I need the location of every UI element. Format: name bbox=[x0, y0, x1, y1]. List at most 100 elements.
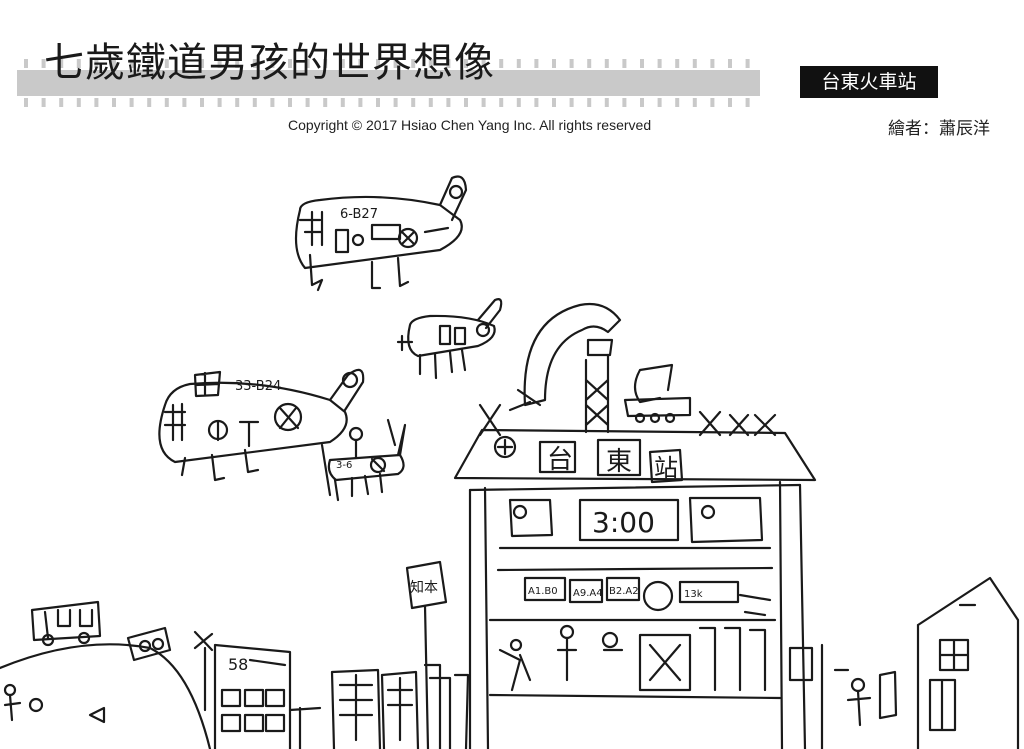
rail-tie bbox=[41, 59, 46, 68]
child-drawing: 6-B27 33-B24 3-6 bbox=[0, 175, 1020, 749]
rail-tie bbox=[200, 98, 204, 107]
platform-code-1: A1.B0 bbox=[528, 586, 558, 597]
plane-left-code: 33-B24 bbox=[235, 379, 281, 394]
rail-tie bbox=[428, 59, 433, 68]
station-building: 台 東 站 3:00 A1.B0 A9.A4 B2.A2 13k bbox=[453, 428, 817, 749]
airplane-left: 33-B24 bbox=[158, 368, 365, 482]
rail-tie bbox=[516, 59, 521, 68]
station-badge: 台東火車站 bbox=[800, 66, 938, 98]
rail-tie bbox=[358, 59, 363, 68]
rail-tie bbox=[428, 98, 433, 107]
rail-tie bbox=[692, 98, 697, 107]
rail-tie bbox=[323, 98, 328, 107]
bus-number: 58 bbox=[228, 655, 248, 674]
platform-code-3: B2.A2 bbox=[609, 586, 639, 597]
rail-tie bbox=[499, 59, 504, 68]
bottom-small-buildings bbox=[330, 663, 470, 749]
rail-tie bbox=[745, 59, 750, 68]
rail-tie bbox=[358, 98, 363, 107]
sign-text: 知本 bbox=[410, 579, 438, 596]
rail-tie bbox=[94, 59, 99, 68]
rail-tie bbox=[622, 59, 627, 68]
rail-tie bbox=[288, 98, 292, 107]
rail-tie bbox=[411, 59, 416, 68]
rail-tie bbox=[112, 98, 116, 107]
rail-tie bbox=[59, 98, 64, 107]
rail-tie bbox=[376, 59, 380, 68]
rail-tie bbox=[147, 98, 152, 107]
rail-tie bbox=[534, 59, 539, 68]
rail-tie bbox=[393, 98, 398, 107]
rail-tie bbox=[270, 59, 275, 68]
rail-bar bbox=[17, 70, 760, 96]
rail-tie bbox=[235, 59, 240, 68]
station-name-char-3: 站 bbox=[654, 454, 678, 482]
rail-tie bbox=[94, 98, 99, 107]
rail-tie bbox=[657, 59, 662, 68]
rail-tie bbox=[728, 98, 732, 107]
rail-ties-top bbox=[24, 59, 750, 68]
rail-tie bbox=[252, 98, 257, 107]
rail-tie bbox=[340, 98, 345, 107]
rail-tie bbox=[270, 98, 275, 107]
rail-tie bbox=[393, 59, 398, 68]
station-clock: 3:00 bbox=[592, 506, 655, 539]
copyright-notice: Copyright © 2017 Hsiao Chen Yang Inc. Al… bbox=[288, 117, 652, 133]
rail-tie bbox=[323, 59, 328, 68]
rail-tie bbox=[534, 98, 539, 107]
rail-ties-bottom bbox=[24, 98, 750, 107]
rail-tie bbox=[76, 98, 81, 107]
rail-tie bbox=[112, 59, 116, 68]
station-name-char-2: 東 bbox=[606, 447, 632, 477]
rail-tie bbox=[552, 59, 556, 68]
rail-tie bbox=[587, 59, 592, 68]
rail-tie bbox=[182, 98, 187, 107]
railway-track-band bbox=[17, 59, 760, 107]
rail-tie bbox=[464, 98, 468, 107]
sign-post: 知本 bbox=[405, 560, 448, 749]
left-dome-and-bus bbox=[0, 600, 214, 749]
rail-tie bbox=[569, 59, 574, 68]
rail-tie bbox=[675, 98, 680, 107]
rail-tie bbox=[129, 98, 134, 107]
page-title: 七歲鐵道男孩的世界想像 bbox=[44, 40, 495, 86]
rail-tie bbox=[516, 98, 521, 107]
rail-tie bbox=[305, 59, 310, 68]
rail-tie bbox=[182, 59, 187, 68]
rail-tie bbox=[657, 98, 662, 107]
rail-tie bbox=[499, 98, 504, 107]
airplane-small-propeller: 3-6 bbox=[320, 418, 407, 502]
rail-tie bbox=[129, 59, 134, 68]
rail-tie bbox=[710, 98, 715, 107]
rail-tie bbox=[147, 59, 152, 68]
roof-crane bbox=[478, 302, 777, 437]
rail-tie bbox=[217, 98, 222, 107]
station-name-char-1: 台 bbox=[547, 445, 573, 475]
rail-tie bbox=[569, 98, 574, 107]
bus-58: 58 bbox=[213, 643, 322, 749]
airplane-top: 6-B27 bbox=[294, 175, 468, 292]
rail-tie bbox=[481, 59, 486, 68]
author-credit: 繪者：蕭辰洋 bbox=[888, 119, 990, 139]
rail-tie bbox=[164, 98, 169, 107]
rail-tie bbox=[604, 59, 609, 68]
rail-tie bbox=[252, 59, 257, 68]
rail-tie bbox=[464, 59, 468, 68]
rail-tie bbox=[164, 59, 169, 68]
rail-tie bbox=[552, 98, 556, 107]
rail-tie bbox=[376, 98, 380, 107]
rail-tie bbox=[622, 98, 627, 107]
rail-tie bbox=[446, 98, 451, 107]
rail-tie bbox=[411, 98, 416, 107]
rail-tie bbox=[340, 59, 345, 68]
rail-tie bbox=[24, 98, 28, 107]
rail-tie bbox=[604, 98, 609, 107]
rail-tie bbox=[288, 59, 292, 68]
rail-tie bbox=[745, 98, 750, 107]
rail-tie bbox=[710, 59, 715, 68]
platform-code-4: 13k bbox=[684, 589, 703, 600]
rail-tie bbox=[640, 59, 644, 68]
airplane-small-middle bbox=[396, 298, 503, 380]
rail-tie bbox=[446, 59, 451, 68]
rail-tie bbox=[59, 59, 64, 68]
